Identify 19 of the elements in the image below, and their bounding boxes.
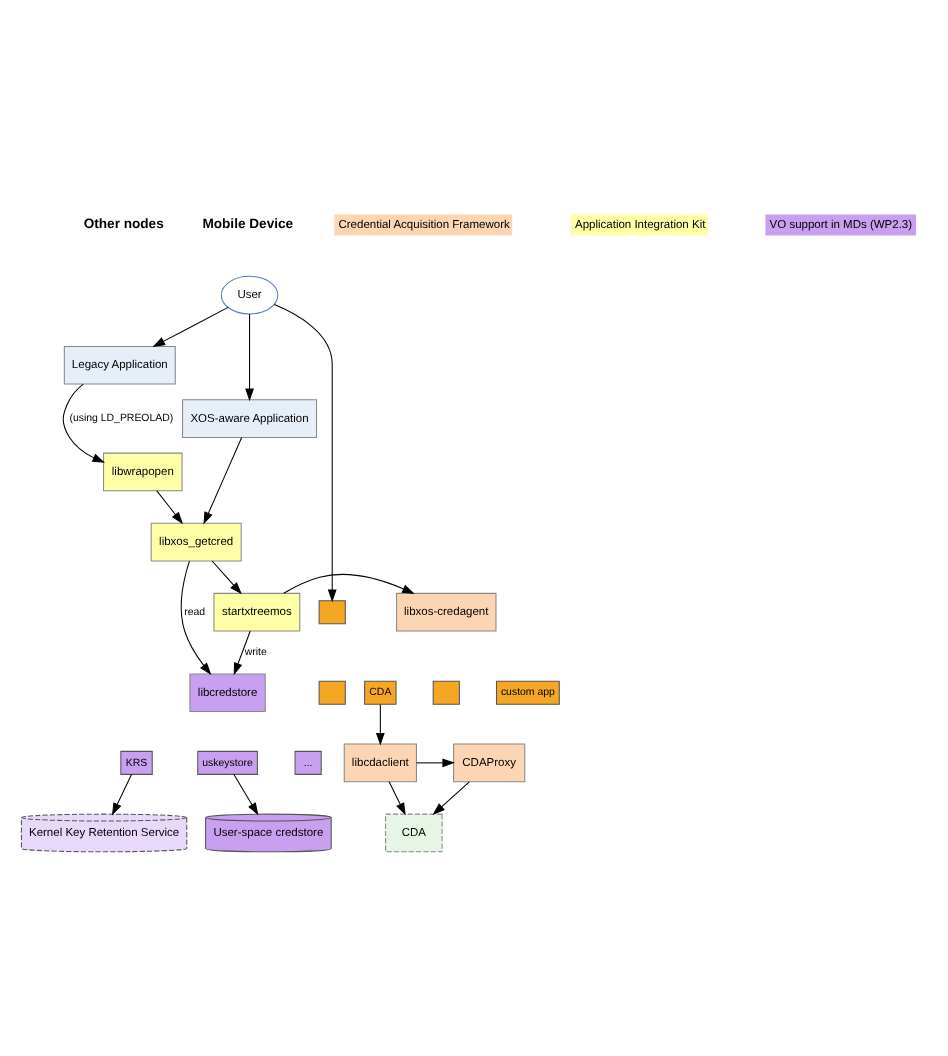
arrow: [180, 559, 212, 674]
arrow: [211, 559, 242, 594]
node-box: [318, 679, 346, 704]
arrow: [233, 629, 251, 675]
arrow: [273, 303, 337, 602]
arrow: [203, 436, 243, 524]
arrow: [112, 773, 132, 815]
arrow: [233, 773, 259, 815]
arrow: [152, 305, 229, 347]
arrow: [415, 757, 455, 767]
arrow: [283, 572, 415, 593]
arrow: [375, 702, 385, 745]
arrow: [388, 780, 406, 815]
node-box: [432, 679, 460, 704]
arrow: [245, 312, 254, 401]
arrow: [432, 780, 470, 814]
node-box: [318, 599, 346, 624]
arrow: [62, 382, 105, 462]
arrow: [156, 489, 184, 524]
